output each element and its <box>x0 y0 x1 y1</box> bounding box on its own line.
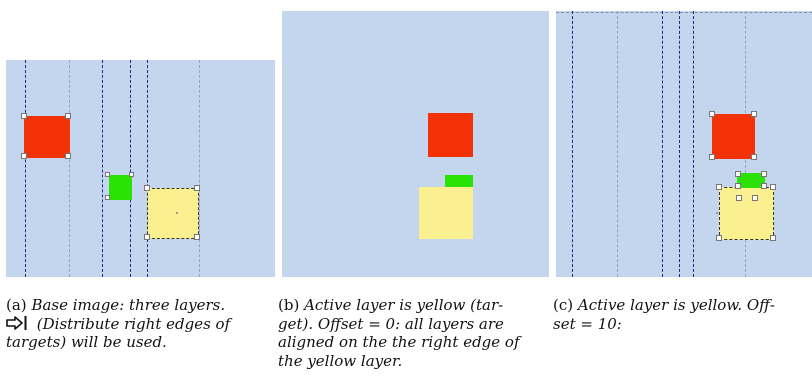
layer-center-marker <box>716 212 718 214</box>
caption-text: Active layer is yellow (tar- <box>304 296 504 314</box>
yellow-layer <box>419 187 473 239</box>
guide-line <box>199 60 200 277</box>
layer-handle[interactable] <box>770 184 776 190</box>
layer-handle[interactable] <box>65 153 71 159</box>
layer-handle[interactable] <box>761 183 767 189</box>
caption-c-line-1: (c) Active layer is yellow. Off- <box>553 296 812 315</box>
red-layer <box>428 113 473 157</box>
caption-text: Base image: three layers. <box>31 296 226 314</box>
caption-a: (a) Base image: three layers. (Distribut… <box>6 296 276 352</box>
caption-a-line-3: targets) will be used. <box>6 333 276 352</box>
layer-handle[interactable] <box>129 172 134 177</box>
caption-text: (Distribute right edges of <box>36 314 231 333</box>
layer-handle[interactable] <box>21 113 27 119</box>
guide-line <box>572 11 573 277</box>
panel-b-image <box>282 11 549 277</box>
layer-handle[interactable] <box>105 172 110 177</box>
panel-c-image <box>556 11 812 277</box>
guide-line <box>130 60 131 277</box>
red-layer[interactable] <box>24 116 70 158</box>
caption-label: (c) <box>553 296 574 314</box>
guide-line <box>679 11 680 277</box>
caption-text: set = 10: <box>553 314 622 333</box>
green-layer <box>445 175 473 188</box>
guide-line <box>69 60 70 277</box>
layer-handle[interactable] <box>65 113 71 119</box>
layer-handle[interactable] <box>21 153 27 159</box>
caption-text: get). Offset = 0: all layers are <box>278 314 504 333</box>
caption-a-line-1: (a) Base image: three layers. <box>6 296 276 315</box>
layer-handle[interactable] <box>751 154 757 160</box>
guide-line <box>693 11 694 277</box>
caption-c: (c) Active layer is yellow. Off- set = 1… <box>553 296 812 333</box>
layer-handle[interactable] <box>709 154 715 160</box>
layer-handle[interactable] <box>716 184 722 190</box>
layer-handle[interactable] <box>144 234 150 240</box>
layer-handle[interactable] <box>194 234 200 240</box>
caption-text: the yellow layer. <box>278 351 403 370</box>
caption-b: (b) Active layer is yellow (tar- get). O… <box>278 296 550 370</box>
red-layer[interactable] <box>712 114 755 159</box>
layer-handle[interactable] <box>716 235 722 241</box>
layer-handle[interactable] <box>105 195 110 200</box>
guide-line <box>147 60 148 277</box>
caption-text: aligned on the the right edge of <box>278 333 520 351</box>
layer-center-marker <box>176 212 178 214</box>
distribute-right-edges-icon <box>6 315 27 330</box>
yellow-layer[interactable] <box>147 188 199 239</box>
layer-handle[interactable] <box>735 183 741 189</box>
panel-a-image <box>6 60 275 277</box>
layer-handle[interactable] <box>194 185 200 191</box>
green-layer[interactable] <box>737 173 765 188</box>
layer-handle[interactable] <box>736 195 742 201</box>
layer-handle[interactable] <box>770 235 776 241</box>
yellow-layer[interactable] <box>719 187 774 240</box>
layer-handle[interactable] <box>752 195 758 201</box>
green-layer[interactable] <box>109 175 132 200</box>
layer-handle[interactable] <box>144 185 150 191</box>
guide-line <box>102 60 103 277</box>
guide-line <box>662 11 663 277</box>
caption-label: (a) <box>6 296 27 314</box>
caption-a-line-2: (Distribute right edges of <box>6 315 276 334</box>
caption-b-line-1: (b) Active layer is yellow (tar- <box>278 296 550 315</box>
layer-handle[interactable] <box>751 111 757 117</box>
caption-text: Active layer is yellow. Off- <box>577 296 775 314</box>
guide-line <box>617 11 618 277</box>
guide-line <box>25 60 26 277</box>
caption-label: (b) <box>278 296 300 314</box>
guide-line <box>556 12 812 13</box>
layer-handle[interactable] <box>761 171 767 177</box>
layer-handle[interactable] <box>709 111 715 117</box>
caption-text: targets) will be used. <box>6 333 167 351</box>
layer-handle[interactable] <box>735 171 741 177</box>
